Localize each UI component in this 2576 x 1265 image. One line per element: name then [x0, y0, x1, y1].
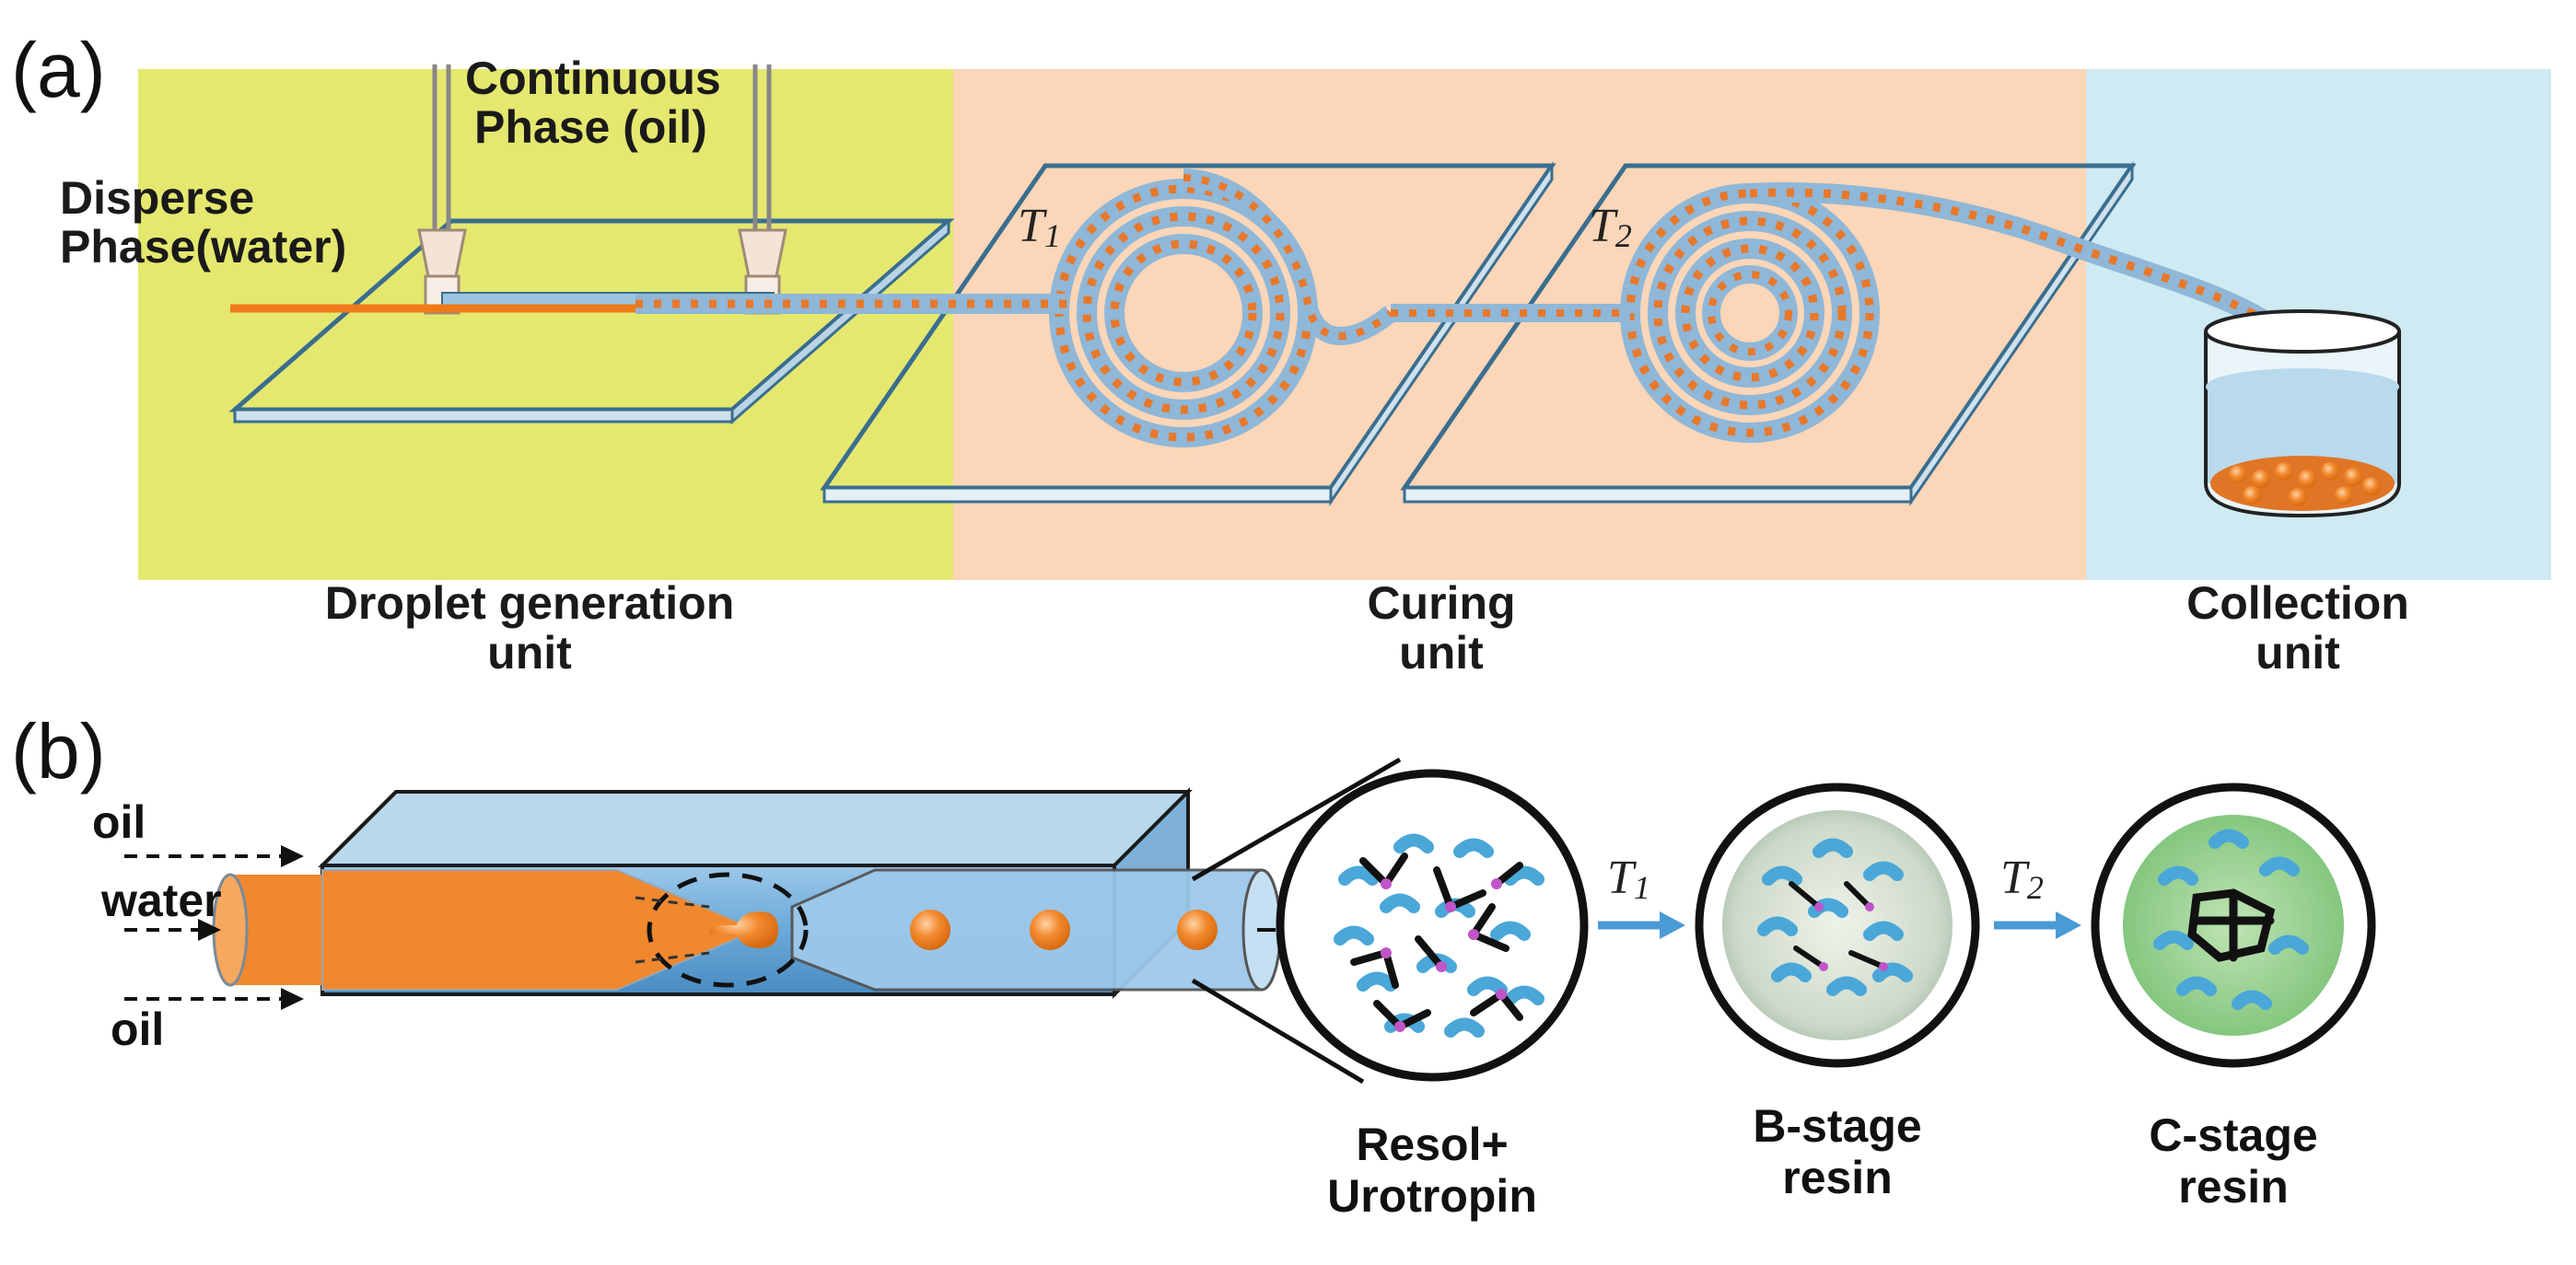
generated-droplets	[910, 910, 1218, 950]
t2-label: T2	[1589, 200, 1632, 254]
spiral-plate-1	[820, 161, 1556, 506]
droplet-unit-label-2: unit	[487, 627, 572, 679]
stage3-label-1: C-stage	[2149, 1109, 2317, 1161]
disperse-phase-label-2: Phase(water)	[60, 221, 346, 273]
curing-unit-label-1: Curing	[1367, 577, 1515, 629]
continuous-phase-label-2: Phase (oil)	[474, 101, 707, 153]
water-label: water	[100, 875, 222, 926]
droplet-generation-zone	[138, 69, 953, 580]
panel-b-letter: (b)	[11, 708, 106, 795]
disperse-phase-label-1: Disperse	[60, 172, 254, 224]
stage2-label-1: B-stage	[1753, 1100, 1921, 1152]
droplet-pinch	[635, 872, 809, 988]
t1-label: T1	[1018, 200, 1061, 254]
water-inlet-tube	[212, 869, 747, 991]
droplet-unit-label-1: Droplet generation	[325, 577, 734, 629]
panel-b: (b)	[11, 708, 2376, 1222]
resol-urotropin-circle	[1276, 769, 1589, 1082]
svg-text:T1: T1	[1607, 852, 1650, 906]
panel-a-letter: (a)	[11, 27, 106, 113]
c-stage-circle	[2091, 783, 2376, 1068]
stage1-label-1: Resol+	[1356, 1119, 1508, 1170]
continuous-phase-label-1: Continuous	[465, 52, 721, 104]
collection-unit-label-1: Collection	[2186, 577, 2409, 629]
flow-arrows	[124, 845, 304, 1010]
svg-text:T2: T2	[2000, 852, 2044, 906]
oil-bottom-label: oil	[111, 1004, 164, 1055]
panel-a: (a)	[11, 27, 2551, 679]
oil-top-label: oil	[92, 796, 146, 848]
collection-unit-label-2: unit	[2255, 627, 2340, 679]
droplet-chip	[228, 217, 955, 425]
stage2-label-2: resin	[1782, 1152, 1893, 1203]
t1-arrow: T1	[1598, 852, 1685, 939]
t2-arrow: T2	[1994, 852, 2081, 939]
collection-beaker	[2204, 309, 2401, 518]
stage1-label-2: Urotropin	[1327, 1170, 1537, 1222]
stage3-label-2: resin	[2178, 1161, 2289, 1213]
zoom-lines	[1191, 757, 1402, 1085]
curing-unit-label-2: unit	[1399, 627, 1484, 679]
b-stage-circle	[1695, 783, 1980, 1068]
